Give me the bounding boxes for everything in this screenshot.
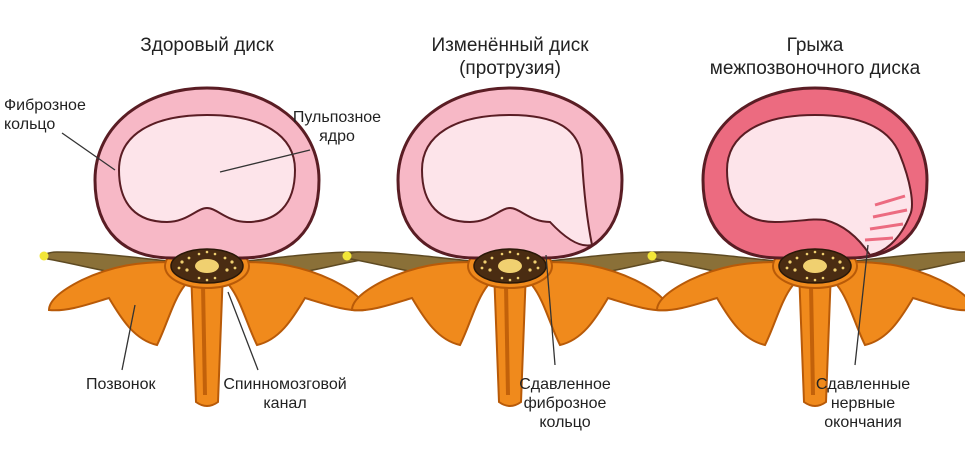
leader-lines — [61, 132, 869, 371]
label-fibrous-ring-line-2: кольцо — [4, 116, 56, 133]
healthy-panel — [38, 86, 376, 408]
hernia-panel — [646, 86, 965, 408]
label-compressed-nerves-line-3: окончания — [824, 414, 902, 431]
label-spinal-canal-line-1: Спинномозговой — [223, 376, 347, 393]
title-healthy-line-1: Здоровый диск — [140, 35, 274, 56]
label-nucleus-line-2: ядро — [319, 128, 355, 145]
healthy-nucleus — [117, 113, 297, 224]
title-hernia-line-2: межпозвоночного диска — [709, 58, 921, 79]
title-protrusion-line-1: Изменённый диск — [431, 35, 589, 56]
title-protrusion-line-2: (протрузия) — [459, 58, 561, 79]
label-fibrous-ring-line-1: Фиброзное — [4, 97, 86, 114]
title-hernia-line-1: Грыжа — [786, 35, 844, 56]
title-healthy: Здоровый диск — [107, 34, 307, 57]
protrusion-nucleus — [420, 113, 594, 247]
title-protrusion: Изменённый диск (протрузия) — [410, 34, 610, 80]
label-vertebra: Позвонок — [86, 375, 156, 394]
label-vertebra-text: Позвонок — [86, 376, 156, 393]
label-compressed-nerves-line-1: Сдавленные — [815, 376, 911, 393]
label-compressed-ring-line-2: фиброзное — [523, 395, 607, 412]
label-compressed-nerves-line-2: нервные — [830, 395, 896, 412]
label-compressed-ring: Сдавленное фиброзное кольцо — [510, 375, 620, 432]
label-spinal-canal: Спинномозговой канал — [210, 375, 360, 413]
label-nucleus-line-1: Пульпозное — [292, 109, 382, 126]
label-spinal-canal-line-2: канал — [263, 395, 307, 412]
title-hernia: Грыжа межпозвоночного диска — [700, 34, 930, 80]
hernia-nucleus — [725, 113, 913, 257]
label-compressed-nerves: Сдавленные нервные окончания — [808, 375, 918, 432]
label-nucleus: Пульпозное ядро — [282, 108, 392, 146]
protrusion-panel — [341, 86, 679, 408]
label-compressed-ring-line-1: Сдавленное — [519, 376, 611, 393]
label-fibrous-ring: Фиброзное кольцо — [4, 96, 86, 134]
label-compressed-ring-line-3: кольцо — [539, 414, 591, 431]
